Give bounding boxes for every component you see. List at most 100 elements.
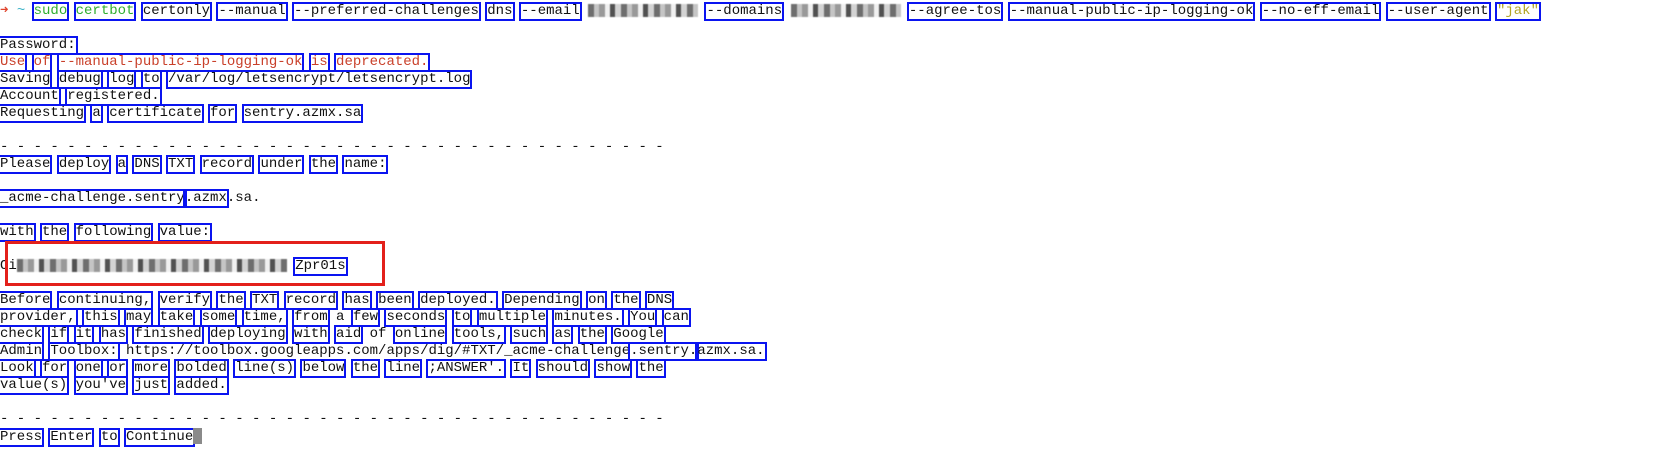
detected-word-box: aid — [334, 325, 364, 344]
detected-word-box: DNS — [132, 155, 162, 174]
detected-word-box: the — [577, 325, 607, 344]
detected-word-box: Toolbox: — [48, 342, 120, 361]
detected-word-box: certbot — [73, 2, 137, 21]
terminal-line — [0, 275, 1539, 292]
detected-word-box: finished — [132, 325, 204, 344]
detected-word-box: "jak" — [1494, 2, 1541, 21]
detected-word-box: one — [73, 359, 103, 378]
detected-word-box: provider, — [0, 308, 78, 327]
detected-word-box: take — [157, 308, 196, 327]
detected-word-box: Look — [0, 359, 36, 378]
terminal-line — [0, 207, 1539, 224]
detected-word-box: deprecated. — [334, 53, 431, 72]
detected-word-box: with — [0, 223, 36, 242]
detected-word-box: with — [292, 325, 330, 344]
detected-word-box: TXT — [166, 155, 196, 174]
detected-word-box: or — [107, 359, 129, 378]
terminal-cursor — [193, 428, 203, 444]
detected-word-box: value(s) — [0, 376, 70, 395]
detected-word-box: below — [300, 359, 347, 378]
detected-word-box: of — [31, 53, 53, 72]
redacted-text — [16, 258, 287, 272]
detected-word-box: tools, — [451, 325, 507, 344]
detected-word-box: ;ANSWER'. — [426, 359, 507, 378]
terminal-text: Oi — [0, 258, 17, 274]
redacted-text — [588, 3, 699, 17]
terminal-text: - - - - - - - - - - - - - - - - - - - - … — [0, 139, 664, 155]
terminal-line — [0, 241, 1539, 258]
detected-word-box: can — [661, 308, 691, 327]
detected-word-box: following — [73, 223, 154, 242]
detected-word-box: the — [350, 359, 381, 378]
detected-word-box: the — [308, 155, 339, 174]
detected-word-box: certonly — [140, 2, 213, 21]
detected-word-box: for — [207, 104, 238, 123]
detected-word-box: debug — [56, 70, 103, 89]
detected-word-box: certificate — [107, 104, 204, 123]
detected-word-box: Zpr01s — [293, 257, 348, 276]
detected-word-box: sudo — [31, 2, 70, 21]
detected-word-box: line(s) — [233, 359, 297, 378]
detected-word-box: minutes. — [552, 308, 624, 327]
detected-word-box: Google — [611, 325, 666, 344]
detected-word-box: It — [510, 359, 532, 378]
detected-word-box: few — [350, 308, 381, 327]
detected-word-box: if — [48, 325, 70, 344]
detected-word-box: has — [98, 325, 129, 344]
detected-word-box: Continue — [124, 427, 196, 447]
detected-word-box: TXT — [250, 291, 280, 310]
detected-word-box: online — [392, 325, 448, 344]
terminal-text: ➜ — [0, 3, 9, 19]
detected-word-box: registered. — [65, 87, 162, 106]
detected-word-box: from — [292, 308, 330, 327]
terminal-line — [0, 394, 1539, 411]
detected-word-box: Before — [0, 291, 53, 310]
detected-word-box: some — [199, 308, 238, 327]
detected-word-box: Press — [0, 427, 45, 447]
detected-word-box: Enter — [48, 427, 95, 447]
detected-word-box: --preferred-challenges — [292, 2, 481, 21]
detected-word-box: should — [535, 359, 591, 378]
detected-word-box: has — [342, 291, 372, 310]
detected-word-box: seconds — [384, 308, 448, 327]
detected-word-box: been — [376, 291, 414, 310]
detected-word-box: /var/log/letsencrypt/letsencrypt.log — [166, 70, 473, 89]
detected-word-box: this — [82, 308, 120, 327]
redacted-text — [790, 3, 901, 17]
terminal-line: - - - - - - - - - - - - - - - - - - - - … — [0, 139, 1539, 156]
detected-word-box: sentry.azmx.sa — [241, 104, 364, 123]
terminal-line: - - - - - - - - - - - - - - - - - - - - … — [0, 411, 1539, 428]
detected-word-box: .sentry. — [628, 342, 700, 361]
terminal-line: Oi Zpr01s — [0, 257, 1539, 276]
detected-word-box: _acme-challenge.sentry — [0, 189, 187, 208]
detected-word-box: it — [73, 325, 95, 344]
detected-word-box: azmx.sa. — [695, 342, 767, 361]
detected-word-box: just — [132, 376, 171, 395]
detected-word-box: --manual — [216, 2, 288, 21]
detected-word-box: to — [140, 70, 162, 89]
detected-word-box: Please — [0, 155, 53, 174]
detected-word-box: name: — [342, 155, 389, 174]
detected-word-box: the — [216, 291, 246, 310]
detected-word-box: verify — [157, 291, 213, 310]
terminal-line — [0, 122, 1539, 139]
detected-word-box: may — [123, 308, 154, 327]
detected-word-box: --manual-public-ip-logging-ok — [56, 53, 305, 72]
detected-word-box: DNS — [644, 291, 675, 310]
terminal-line — [0, 173, 1539, 190]
detected-word-box: deployed. — [418, 291, 498, 310]
detected-word-box: such — [510, 325, 549, 344]
detected-word-box: on — [586, 291, 607, 310]
detected-word-box: --manual-public-ip-logging-ok — [1007, 2, 1256, 21]
detected-word-box: added. — [174, 376, 229, 395]
